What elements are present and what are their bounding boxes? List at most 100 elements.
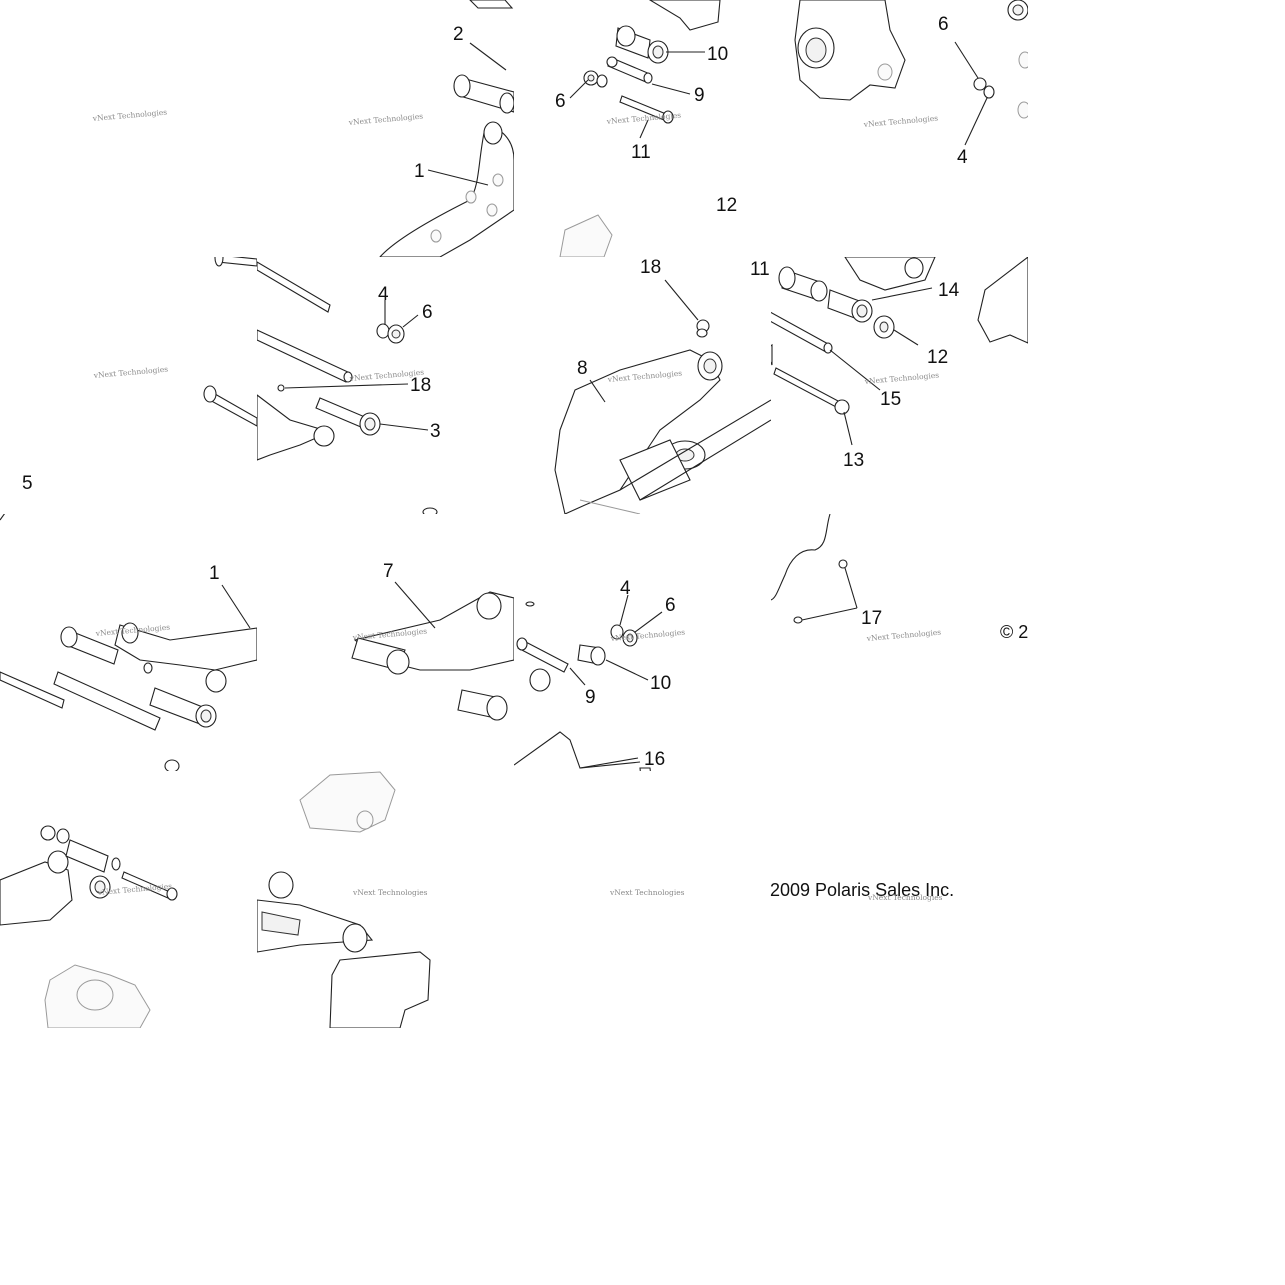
callout-6: 6 [422, 302, 433, 323]
tile-r0-c1 [380, 0, 514, 257]
callout-5: 5 [22, 473, 33, 494]
rear-frame-arm-part [555, 350, 771, 514]
ghost-knuckle [45, 965, 150, 1028]
bushing-part [61, 627, 226, 727]
tile-r2-c3 [771, 514, 857, 623]
tile-r1-c0 [204, 257, 257, 426]
watermark: vNext Technologies [863, 371, 939, 387]
control-arm-part [380, 122, 514, 257]
washer-nut-part [584, 71, 607, 87]
callout-18: 18 [410, 375, 431, 396]
skid-plate-part [771, 514, 847, 623]
callout-4: 4 [620, 578, 631, 599]
svg-text:vNext Technologies: vNext Technologies [605, 111, 681, 127]
tile-r1-c1 [257, 262, 437, 514]
shaft-part [0, 672, 160, 730]
svg-text:vNext Technologies: vNext Technologies [347, 112, 423, 128]
copyright-text: 2009 Polaris Sales Inc. [770, 880, 954, 900]
pivot-shaft-part [257, 262, 352, 382]
callout-2: 2 [453, 24, 464, 45]
callout-10: 10 [650, 673, 671, 694]
long-bolt-part [204, 257, 257, 426]
watermark: vNext Technologies [867, 893, 943, 902]
nut-washer-part [974, 78, 994, 98]
watermark: vNext Technologies [92, 365, 168, 381]
knuckle-part-top [650, 0, 720, 30]
callout-6: 6 [665, 595, 676, 616]
frame-bracket-part [845, 257, 935, 290]
bushing-part [316, 398, 380, 435]
sleeve-part [771, 312, 832, 353]
callout-11: 11 [750, 259, 770, 280]
bolt-part [620, 96, 673, 123]
callout-1: 1 [209, 563, 220, 584]
tile-r2-c0 [0, 495, 257, 771]
svg-text:vNext Technologies: vNext Technologies [867, 893, 943, 902]
bolt-part [122, 872, 177, 900]
callout-6: 6 [938, 14, 949, 35]
callout-12: 12 [716, 195, 737, 216]
callout-15: 15 [880, 389, 901, 410]
callout-7: 7 [383, 561, 394, 582]
ghost-bracket [560, 215, 612, 257]
grease-fitting-part [697, 320, 709, 337]
svg-text:​: ​ [83, 122, 84, 135]
tile-r2-c2 [514, 595, 662, 771]
washer-nut-part [377, 324, 404, 343]
bushing-part [352, 638, 507, 720]
callout-11: 11 [631, 142, 651, 163]
sleeve-part [66, 840, 108, 872]
tile-r1-c2 [555, 280, 771, 514]
knuckle-housing-part [795, 0, 905, 100]
callout-4: 4 [378, 284, 389, 305]
callout-9: 9 [694, 85, 705, 106]
callout-13: 13 [843, 450, 864, 471]
watermark: vNext Technologies [605, 111, 681, 127]
frame-part [257, 872, 372, 952]
callout-16: 16 [644, 749, 665, 770]
bushing-part [90, 876, 110, 898]
long-bolt-part [741, 305, 849, 414]
watermark: vNext Technologies [347, 112, 423, 128]
washer-nut-part [611, 625, 637, 646]
tile-r3-c0 [0, 826, 177, 1028]
bushing-part [454, 0, 514, 113]
callout-6: 6 [555, 91, 566, 112]
callout-17: 17 [861, 608, 882, 629]
bushing-part [526, 602, 605, 691]
callout-8: 8 [577, 358, 588, 379]
callout-12: 12 [927, 347, 948, 368]
tile-r0-c3 [795, 0, 1028, 145]
svg-text:vNext Technologies: vNext Technologies [352, 888, 428, 897]
callout-1: 1 [414, 161, 425, 182]
callout-9: 9 [585, 687, 596, 708]
callout-3: 3 [430, 421, 441, 442]
callout-labels: 2 10 9 6 11 6 4 1 12 11 14 12 18 4 6 18 … [22, 14, 968, 770]
skid-plate-part [330, 952, 430, 1028]
svg-text:vNext Technologies: vNext Technologies [863, 371, 939, 387]
copyright-fragment: © 2 [1000, 622, 1028, 642]
control-arm-part [115, 623, 257, 670]
bushing-part [779, 267, 872, 322]
svg-text:vNext Technologies: vNext Technologies [92, 365, 168, 381]
skid-plate-part [978, 257, 1028, 343]
watermarks: ​ vNext Technologies vNext Technologies v… [83, 108, 943, 902]
svg-text:vNext Technologies: vNext Technologies [609, 888, 685, 897]
heat-shield-part [514, 732, 652, 771]
callout-14: 14 [938, 280, 960, 301]
callout-18: 18 [640, 257, 661, 278]
watermark: vNext Technologies [865, 628, 941, 644]
knuckle-arm-part [0, 851, 72, 925]
sleeve-part [607, 57, 652, 83]
cylinder-part [1008, 0, 1028, 118]
watermark: vNext Technologies [352, 888, 428, 897]
svg-text:vNext Technologies: vNext Technologies [91, 108, 167, 124]
tile-r3-c1 [257, 772, 430, 1028]
tile-r2-c1 [352, 582, 514, 720]
tile-r0-c2 [560, 0, 720, 257]
watermark: vNext Technologies [862, 114, 938, 130]
ghost-knuckle [300, 772, 395, 832]
watermark: vNext Technologies [609, 888, 685, 897]
bushing-part [616, 26, 668, 63]
